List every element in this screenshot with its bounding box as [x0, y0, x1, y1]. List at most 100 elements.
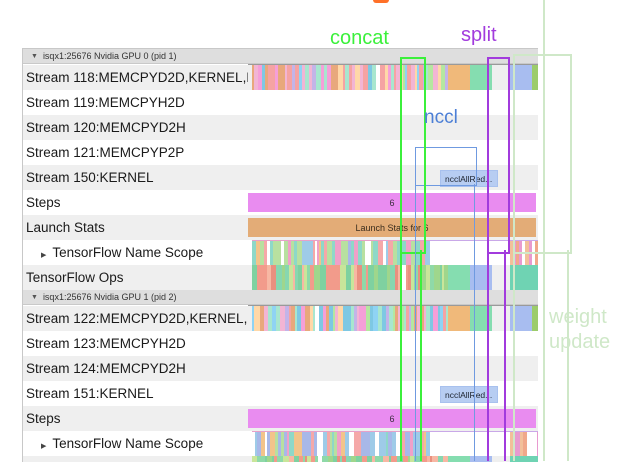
- chevron-right-icon[interactable]: ▶: [41, 252, 47, 259]
- highlight-box-weight-update: [513, 54, 572, 254]
- guide-line-weight-right: [567, 250, 569, 461]
- steps-bar[interactable]: 6: [248, 409, 536, 428]
- group-header-pid-1[interactable]: ▼ isqx1:25676 Nvidia GPU 0 (pid 1): [23, 49, 538, 64]
- trace-viewer-panel[interactable]: ▼ isqx1:25676 Nvidia GPU 0 (pid 1) Stream …: [22, 48, 538, 462]
- trace-row-label: Steps: [23, 411, 248, 426]
- trace-row[interactable]: Stream 122:MEMCPYD2D,KERNEL,MI: [23, 306, 538, 331]
- trace-row-track[interactable]: [248, 306, 538, 331]
- guide-line-nccl-right: [474, 184, 475, 461]
- nccl-allreduce-bar[interactable]: ncclAllRed...: [440, 386, 498, 403]
- orange-marker-icon: [373, 0, 389, 3]
- trace-row-label-text: TensorFlow Ops: [26, 270, 124, 285]
- trace-block: [532, 306, 538, 331]
- trace-row[interactable]: Stream 120:MEMCPYD2H: [23, 115, 538, 140]
- trace-row[interactable]: ▶ TensorFlow Name Scope: [23, 431, 538, 456]
- trace-block: [430, 240, 538, 241]
- trace-row-label-text: TensorFlow Name Scope: [52, 436, 204, 451]
- trace-bar-strip: [252, 65, 448, 90]
- trace-row[interactable]: Stream 119:MEMCPYH2D: [23, 90, 538, 115]
- trace-row-track[interactable]: [248, 356, 538, 381]
- trace-block: [448, 65, 470, 90]
- trace-row[interactable]: Stream 151:KERNEL ncclAllRed...: [23, 381, 538, 406]
- trace-row[interactable]: Steps 6: [23, 190, 538, 215]
- annotation-weight-line1: weight: [549, 306, 607, 328]
- row-separator: [248, 305, 538, 306]
- group-header-label: isqx1:25676 Nvidia GPU 0 (pid 1): [42, 51, 177, 61]
- trace-row-label: ▶ TensorFlow Name Scope: [23, 245, 248, 260]
- trace-row[interactable]: TensorFlow Ops: [23, 456, 538, 462]
- trace-row-label: Stream 119:MEMCPYH2D: [23, 95, 248, 110]
- trace-row-label: Steps: [23, 195, 248, 210]
- trace-row-track[interactable]: [248, 331, 538, 356]
- trace-bar-strip: [252, 431, 430, 456]
- chevron-down-icon[interactable]: ▼: [31, 52, 38, 60]
- launch-stats-bar[interactable]: Launch Stats for 6: [248, 218, 536, 237]
- trace-bar-strip: [252, 265, 448, 290]
- trace-row-label: Stream 118:MEMCPYD2D,KERNEL,ME: [23, 70, 248, 85]
- annotation-concat: concat: [330, 27, 389, 49]
- trace-row-label: Stream 151:KERNEL: [23, 386, 248, 401]
- trace-row-track[interactable]: ncclAllRed...: [248, 165, 538, 190]
- trace-block: [448, 456, 470, 462]
- trace-row[interactable]: Stream 121:MEMCPYP2P: [23, 140, 538, 165]
- trace-row-label-text: Stream 120:MEMCPYD2H: [26, 120, 186, 135]
- highlight-box-split: [487, 57, 510, 254]
- group-header-label: isqx1:25676 Nvidia GPU 1 (pid 2): [42, 292, 177, 302]
- trace-row-track[interactable]: Launch Stats for 6: [248, 215, 538, 240]
- trace-row-label-text: TensorFlow Name Scope: [52, 245, 204, 260]
- trace-row-label: Launch Stats: [23, 220, 248, 235]
- group-header-pid-2[interactable]: ▼ isqx1:25676 Nvidia GPU 1 (pid 2): [23, 290, 538, 305]
- trace-block: [510, 306, 532, 331]
- trace-block: [448, 265, 470, 290]
- highlight-box-concat: [400, 57, 426, 254]
- guide-line-split-left: [487, 250, 489, 461]
- annotation-split: split: [461, 24, 497, 46]
- trace-row-track[interactable]: [248, 65, 538, 90]
- annotation-weight-line2: update: [549, 331, 611, 353]
- trace-row-label-text: Stream 123:MEMCPYH2D: [26, 336, 186, 351]
- trace-block: [470, 65, 492, 90]
- trace-row[interactable]: Steps 6: [23, 406, 538, 431]
- trace-row[interactable]: TensorFlow Ops: [23, 265, 538, 290]
- launch-stats-bar-label: Launch Stats for 6: [355, 222, 429, 233]
- chevron-right-icon[interactable]: ▶: [41, 443, 47, 450]
- guide-line-weight-left: [513, 250, 515, 461]
- trace-row-track[interactable]: ncclAllRed...: [248, 381, 538, 406]
- trace-row-label-text: Stream 124:MEMCPYD2H: [26, 361, 186, 376]
- annotation-nccl: nccl: [424, 107, 458, 128]
- nccl-allreduce-bar[interactable]: ncclAllRed...: [440, 170, 498, 187]
- steps-bar[interactable]: 6: [248, 193, 536, 212]
- trace-block: [532, 65, 538, 90]
- trace-row-track[interactable]: [248, 265, 538, 290]
- trace-bar-strip: [252, 456, 448, 462]
- steps-bar-label: 6: [389, 413, 395, 424]
- guide-line-concat-left: [400, 250, 402, 461]
- trace-row-track[interactable]: 6: [248, 406, 538, 431]
- trace-row[interactable]: Launch Stats Launch Stats for 6: [23, 215, 538, 240]
- trace-row[interactable]: Stream 124:MEMCPYD2H: [23, 356, 538, 381]
- trace-block: [252, 240, 430, 241]
- trace-row[interactable]: ▶ TensorFlow Name Scope: [23, 240, 538, 265]
- guide-line-nccl-left: [415, 184, 416, 461]
- highlight-box-nccl: [415, 147, 477, 186]
- trace-row-label: Stream 121:MEMCPYP2P: [23, 145, 248, 160]
- trace-block: [470, 306, 492, 331]
- trace-row-label-text: Stream 119:MEMCPYH2D: [26, 95, 185, 110]
- trace-row-label: Stream 123:MEMCPYH2D: [23, 336, 248, 351]
- nccl-allreduce-bar-label: ncclAllRed...: [445, 173, 493, 184]
- guide-line-weight-tail: [543, 0, 545, 461]
- trace-row-label-text: Stream 121:MEMCPYP2P: [26, 145, 185, 160]
- guide-line-concat-right: [420, 250, 422, 461]
- trace-row-label: Stream 122:MEMCPYD2D,KERNEL,MI: [23, 311, 248, 326]
- trace-block: [430, 431, 538, 432]
- trace-block: [470, 265, 492, 290]
- trace-row-track[interactable]: [248, 431, 538, 456]
- chevron-down-icon[interactable]: ▼: [31, 293, 38, 301]
- trace-row[interactable]: Stream 123:MEMCPYH2D: [23, 331, 538, 356]
- trace-row-track[interactable]: 6: [248, 190, 538, 215]
- trace-row-label-text: Steps: [26, 195, 61, 210]
- trace-row-track[interactable]: [248, 456, 538, 462]
- trace-row[interactable]: Stream 118:MEMCPYD2D,KERNEL,ME: [23, 65, 538, 90]
- trace-block: [470, 456, 492, 462]
